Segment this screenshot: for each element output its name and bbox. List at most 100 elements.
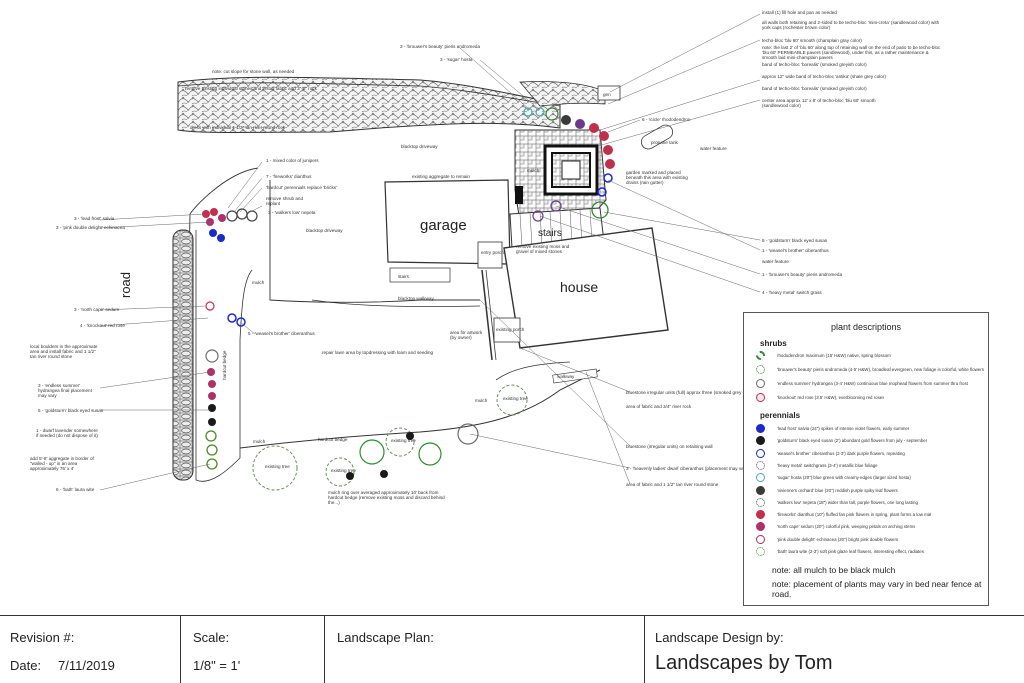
blacktop-walkway: blacktop walkway [398,296,434,301]
legend-row-text: 'heavy metal' switchgrass (3-4') metalli… [777,462,878,468]
callout-right-9: garden marked and placed beneath this ar… [626,170,688,185]
legend-row-text: 'lead frost' salvia (24") spikes of inte… [777,426,910,431]
legend-row: 'north cape' sedum (20") colorful pink, … [756,521,984,532]
legend-row: 'heavy metal' switchgrass (3-4') metalli… [756,460,984,471]
plant-symbol-icon [756,379,765,388]
callout-right-11: 1 - 'weasel's brother' ciberanthus [762,248,829,253]
callout-left-3: 4 - 'knockout' red rose [80,323,125,328]
callout-right-14: 4 - 'heavy metal' switch grass [762,290,822,295]
legend-row-text: rhododendron maximum (15' H&W) native, s… [777,353,891,358]
plant-symbol-icon [756,485,765,495]
callout-right-13: 1 - 'brouwer's beauty' pieris andromeda [762,272,843,277]
road-label: road [118,272,133,298]
revision-cell: Revision #: Date: 7/11/2019 [0,616,181,683]
callout-left-9: 6 - 'bath' laura wite [56,487,95,492]
callout-right-8: 6 - 'icicle' rhododendron [642,117,691,122]
legend-row: 'knockout' red rose (3.5' H&W), everbloo… [756,392,984,403]
mulch-label-1: mulch [252,280,265,285]
legend-row-text: 'walkers low' nepeta (18") wider than ta… [777,499,918,505]
callout-mid-6: repair lawn area by topdressing with loa… [322,350,434,355]
blacktop-driveway-left: blacktop driveway [306,228,343,233]
callout-right-0: install (1) fill hole and pan as needed [762,10,837,15]
plant-symbol-icon [756,522,765,532]
callout-right-17: area of fabric and 3/4" river rock [626,404,692,409]
callout-right-4: band of techo-bloc 'borealis' (smoked gr… [762,62,867,67]
stairs-label: stairs [538,228,562,239]
plant-symbol-icon [756,460,765,470]
legend-row-text: 'pink double delight' echinacea (20") br… [777,536,899,542]
callout-right-15: remove existing moss and gravel of mixed… [516,244,570,254]
plant-symbol-icon [756,534,765,544]
propane-tank [640,124,674,150]
house-label: house [560,279,598,295]
legend-row: 'brouwer's beauty' pieris andromeda (4-5… [756,364,984,375]
legend-row: 'goldsturm' black eyed susan (2') abunda… [756,435,984,446]
driveway-outline [185,167,480,421]
plant-symbol-icon [756,393,765,402]
legend-row: 'fireworks' dianthus (10") fluffed fan p… [756,509,984,520]
callout-mid-5: 5 - 'weasel's brother' ciberanthus [248,331,315,336]
legend-perennials-heading: perennials [760,411,801,420]
legend-row-text: 'weasel's brother' ciberanthus (2-3') da… [777,450,905,456]
callout-right-19: 3 - 'heavenly ladies' dwarf ciberanthus … [626,466,750,471]
plant-symbol-icon [756,547,765,556]
hardcut-bedge-left: hardcut bedge [222,350,227,380]
legend-row: 'endless summer' hydrangea (3-4' H&W) co… [756,378,984,389]
scale-cell: Scale: 1/8" = 1' [181,616,325,683]
callout-right-16: bluestone irregular units (full) approx … [626,390,755,395]
legend-title: plant descriptions [830,322,902,332]
title-block: Revision #: Date: 7/11/2019 Scale: 1/8" … [0,615,1024,683]
garage-label: garage [420,217,467,234]
blacktop-driveway-top: blacktop driveway [401,144,438,149]
callout-mid-1: 'hardcut' perennials replace 'bricks' [266,185,337,190]
plant-symbol-icon [756,497,765,507]
callouts-layer: 3 - 'lead frost' salvia 3 - 'pink double… [30,10,941,505]
callout-left-6: 5 - 'goldsturm' black eyed susan [38,408,104,413]
legend-row: 'bath' laura wite (2-3') soft pink glaze… [756,546,984,557]
house-building [503,227,669,349]
callout-top-3: remove existing individual stones and in… [185,86,317,91]
legend-row-text: 'fireworks' dianthus (10") fluffed fan p… [777,512,932,518]
mulch-label-3: mulch [253,439,266,444]
callout-right-12: water feature [762,259,789,264]
leader-lines [99,13,761,491]
callout-top-4: dress with individual 1 1/2" tan river r… [190,125,286,130]
plant-symbol-icon [756,473,765,483]
callout-right-3: note: the last 2' of 'blu 60' along top … [762,45,941,60]
grill [515,186,523,204]
legend-row-text: 'brouwer's beauty' pieris andromeda (4-5… [777,367,984,372]
plan-label: Landscape Plan: [337,630,434,645]
legend-row: rhododendron maximum (15' H&W) native, s… [756,350,984,361]
walkway-label: walkway [557,374,575,379]
legend-note-placement: note: placement of plants may vary in be… [772,579,982,599]
lawn-bedge-curve [239,369,601,449]
callout-left-1: 3 - 'pink double delight' echinacea [56,225,125,230]
stairs-2 [389,267,451,283]
legend-row: 'weasel's brother' ciberanthus (2-3') da… [756,448,984,459]
callout-mid-4: 1 - mixed color of junipers [266,158,319,163]
hardcut-bedge-lawn: hardcut bedge [318,437,348,442]
stairs2-label: stairs [398,274,410,279]
mulch-label-4: mulch [527,168,540,173]
legend-row-text: 'goldsturm' black eyed susan (2') abunda… [777,438,928,444]
plant-symbol-icon [756,424,765,433]
plant-symbol-icon [756,351,765,360]
propane-label: propane tank [651,140,679,145]
water-feature-label: water feature [700,146,727,151]
legend-note-mulch: note: all mulch to be black mulch [772,565,896,575]
callout-left-4: local boulders in the approximate area a… [30,344,98,359]
entry-porch [477,241,503,269]
plant-symbol-icon [756,510,765,520]
gen-label: gen [603,92,611,97]
callout-top-0: 3 - 'brouwer's beauty' pieris andromeda [400,44,481,49]
legend-row: 'vivienne's orchard' blue (20") reddish … [756,485,984,496]
plan-cell: Landscape Plan: [325,616,645,683]
callout-mid-3: 3 - 'walkers low' nepeta [268,210,316,215]
date-value: 7/11/2019 [58,658,115,673]
entry-porch-label: entry porch [481,250,504,255]
callout-right-20: area of fabric and 1 1/2" tan river roun… [626,482,719,487]
callout-left-0: 3 - 'lead frost' salvia [74,216,115,221]
legend-row: 'walkers low' nepeta (18") wider than ta… [756,497,984,508]
existing-tree-2: existing tree [325,457,356,487]
landscape-plan-drawing: gen grill garage stairs house entry porc… [99,13,761,491]
